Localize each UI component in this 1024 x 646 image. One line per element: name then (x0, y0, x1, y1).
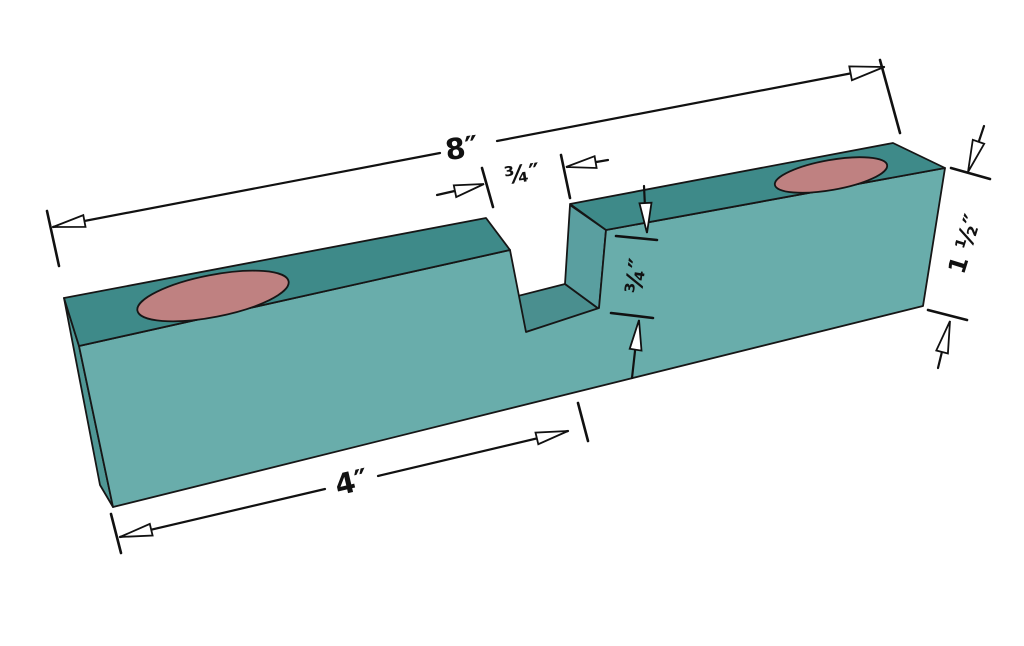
extension-line (576, 401, 590, 443)
arrowhead-up (628, 319, 643, 352)
front-face (78, 167, 946, 508)
dim-overall-length: 8″ (45, 58, 902, 268)
dim-bar-height: 1 ½″ (926, 124, 992, 370)
dimension-line (118, 487, 327, 539)
oval-inlay-left (136, 269, 290, 323)
arrowhead-right (848, 65, 885, 82)
arrowhead-down (967, 138, 986, 173)
dimension-line (51, 151, 442, 229)
extension-line (609, 311, 655, 320)
arrowhead-left (119, 522, 154, 538)
dim-label-notch-width: ¾″ (502, 158, 541, 191)
dim-left-offset: 4″ (109, 401, 590, 555)
dim-label-left-offset: 4″ (332, 462, 372, 503)
arrowhead-left-pointing (565, 154, 598, 169)
extension-line (480, 166, 495, 209)
extension-line (878, 58, 902, 135)
bar-solid (63, 142, 946, 508)
extension-line (559, 153, 572, 200)
dim-label-overall-length: 8″ (443, 129, 481, 167)
extension-line (926, 308, 969, 322)
arrowhead-right-pointing (452, 183, 485, 199)
dim-label-notch-depth: ¾″ (620, 256, 653, 295)
oval-inlay-right (773, 156, 889, 194)
extension-line (45, 209, 61, 268)
arrowhead-left (52, 213, 87, 228)
dim-notch-width: ¾″ (435, 153, 610, 209)
arrowhead-right (534, 430, 569, 446)
arrowhead-down (638, 201, 653, 234)
extension-line (949, 166, 992, 181)
dim-notch-depth: ¾″ (609, 184, 659, 380)
dimension-line (495, 65, 886, 143)
dim-label-bar-height: 1 ½″ (943, 211, 988, 277)
extension-line (614, 234, 659, 242)
arrowhead-up (935, 320, 951, 355)
extension-line (109, 512, 123, 555)
